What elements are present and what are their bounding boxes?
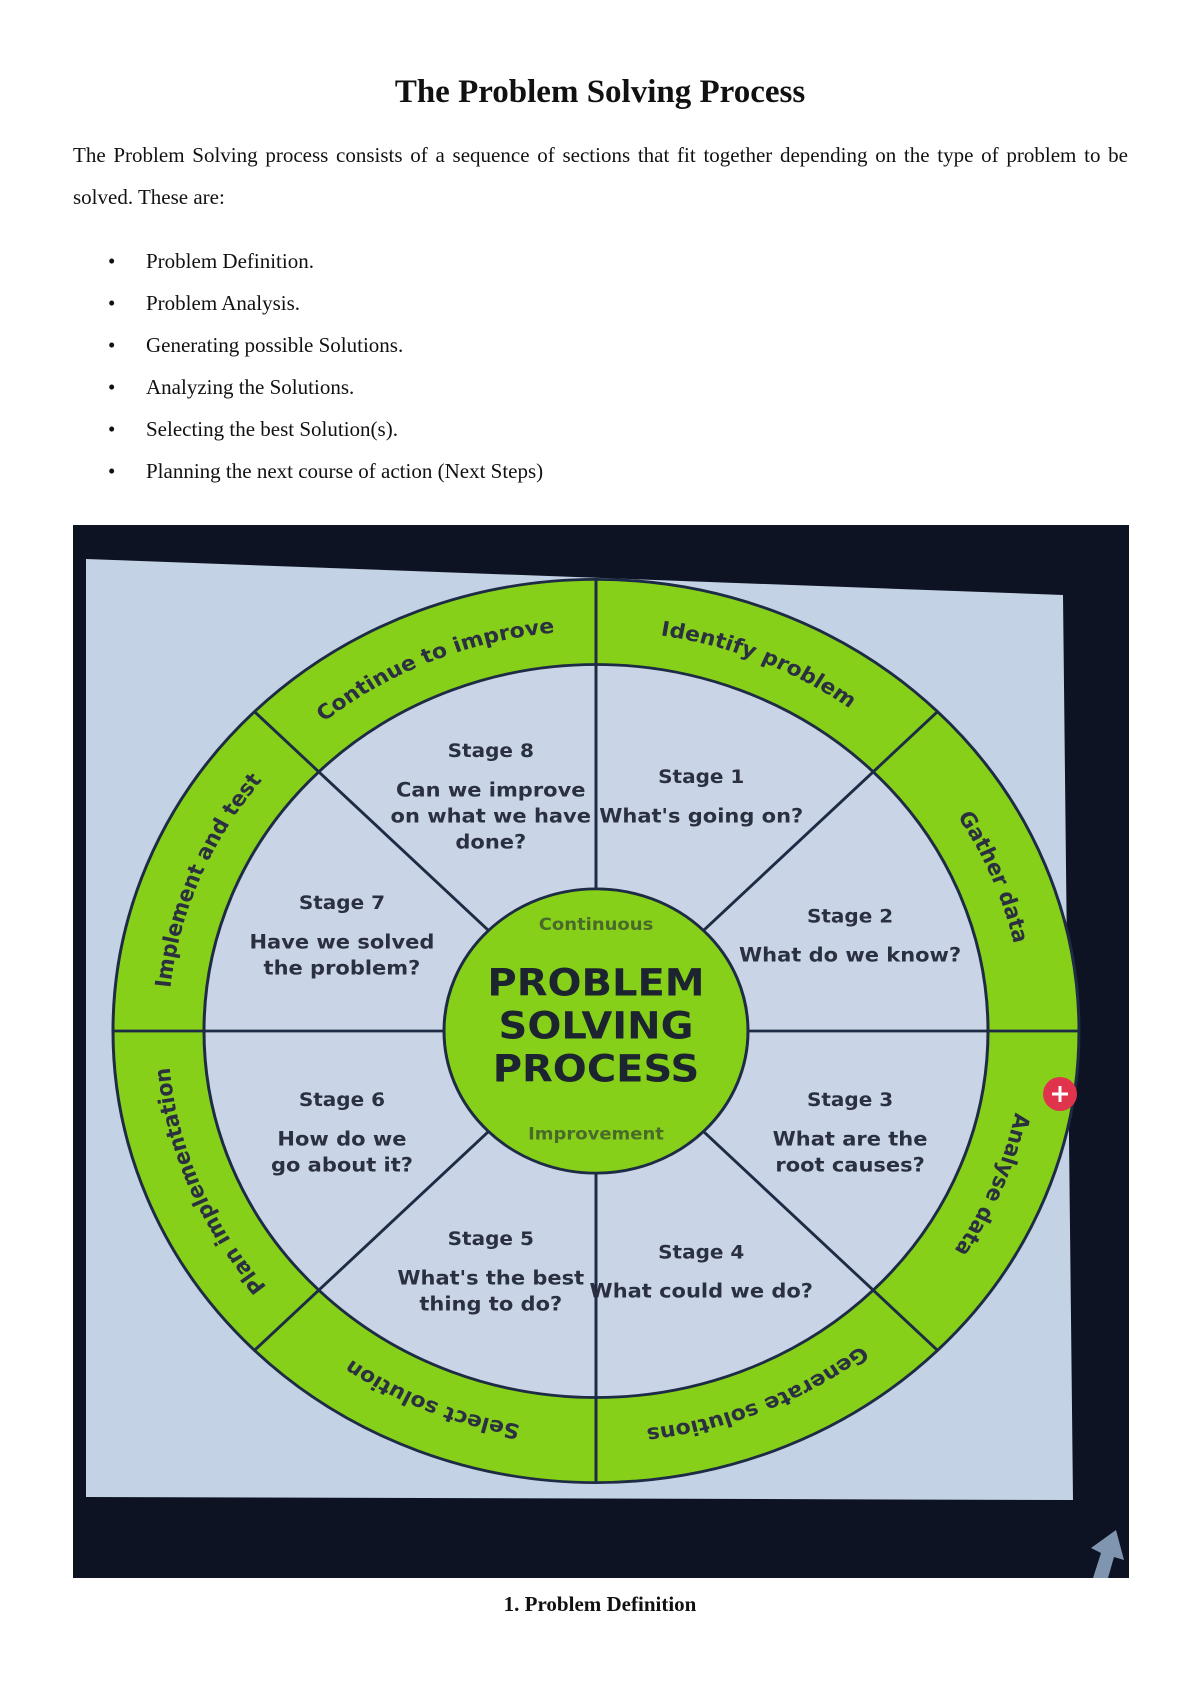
- list-item: • Problem Analysis.: [108, 282, 543, 324]
- stage-question: on what we have: [391, 804, 591, 827]
- bullet-icon: •: [108, 459, 116, 483]
- stage-label: Stage 3: [807, 1089, 893, 1111]
- stage-question: What do we know?: [739, 943, 961, 966]
- stage-label: Stage 4: [658, 1241, 744, 1263]
- center-top-label: Continuous: [539, 916, 654, 935]
- stage-label: Stage 1: [658, 766, 744, 788]
- page-title: The Problem Solving Process: [394, 74, 806, 110]
- center-bottom-label: Improvement: [528, 1125, 664, 1144]
- stage-label: Stage 7: [299, 892, 385, 914]
- stage-question: How do we: [277, 1127, 406, 1150]
- stages-list: •Problem Definition. •Problem Analysis. …: [108, 240, 543, 492]
- intro-paragraph: The Problem Solving process consists of …: [73, 143, 1128, 209]
- stage-2: Stage 2 What do we know?: [739, 905, 961, 966]
- stage-question: done?: [455, 830, 526, 853]
- stage-question: root causes?: [775, 1153, 924, 1176]
- list-item: • Selecting the best Solution(s).: [108, 408, 543, 450]
- center-title-line: PROBLEM: [487, 962, 704, 1005]
- list-item-text: Problem Definition.: [146, 249, 314, 273]
- list-item: • Generating possible Solutions.: [108, 324, 543, 366]
- stage-question: What's the best: [397, 1266, 584, 1289]
- list-item-text: Problem Analysis.: [146, 291, 301, 315]
- stage-divider: [317, 1130, 490, 1292]
- bullet-icon: •: [108, 417, 116, 441]
- stage-8: Stage 8 Can we improve on what we have done…: [391, 740, 591, 854]
- stage-question: thing to do?: [419, 1292, 562, 1315]
- stage-question: What could we do?: [590, 1279, 813, 1302]
- stage-label: Stage 6: [299, 1089, 385, 1111]
- stage-4: Stage 4 What could we do?: [590, 1241, 813, 1302]
- stage-question: the problem?: [264, 956, 421, 979]
- center-circle: [442, 887, 750, 1175]
- ring-divider: [253, 1289, 320, 1352]
- stage-5: Stage 5 What's the best thing to do?: [397, 1228, 584, 1316]
- list-item: • Analyzing the Solutions.: [108, 366, 543, 408]
- bullet-icon: •: [108, 249, 116, 273]
- list-item: • Problem Definition.: [108, 240, 543, 282]
- ring-divider: [872, 1289, 939, 1352]
- stage-question: What's going on?: [599, 804, 803, 827]
- stage-1: Stage 1 What's going on?: [599, 766, 803, 827]
- arrow-icon: [1091, 1530, 1124, 1578]
- stage-question: Have we solved: [249, 930, 434, 953]
- bullet-icon: •: [108, 375, 116, 399]
- stage-label: Stage 5: [448, 1228, 534, 1250]
- bullet-icon: •: [108, 291, 116, 315]
- stage-7: Stage 7 Have we solved the problem?: [249, 892, 434, 980]
- stage-3: Stage 3 What are the root causes?: [773, 1089, 928, 1177]
- list-item-text: Planning the next course of action (Next…: [146, 459, 544, 483]
- list-item-text: Analyzing the Solutions.: [146, 375, 355, 399]
- list-item-text: Generating possible Solutions.: [146, 333, 404, 357]
- stage-question: go about it?: [271, 1153, 413, 1176]
- stage-6: Stage 6 How do we go about it?: [271, 1089, 413, 1177]
- stage-divider: [702, 1130, 875, 1292]
- bullet-icon: •: [108, 333, 116, 357]
- stage-divider: [317, 770, 490, 932]
- plus-icon: [1052, 1086, 1068, 1102]
- center-title-line: SOLVING: [499, 1005, 694, 1048]
- stage-question: What are the: [773, 1127, 928, 1150]
- stage-question: Can we improve: [396, 778, 585, 801]
- stage-divider: [702, 770, 875, 932]
- stage-label: Stage 8: [448, 740, 534, 762]
- list-item-text: Selecting the best Solution(s).: [146, 417, 398, 441]
- section-heading: 1. Problem Definition: [503, 1592, 697, 1616]
- center-title-line: PROCESS: [493, 1048, 700, 1091]
- ring-divider: [253, 710, 320, 773]
- list-item: • Planning the next course of action (Nex…: [108, 450, 543, 492]
- stage-label: Stage 2: [807, 905, 893, 927]
- ring-divider: [872, 710, 939, 773]
